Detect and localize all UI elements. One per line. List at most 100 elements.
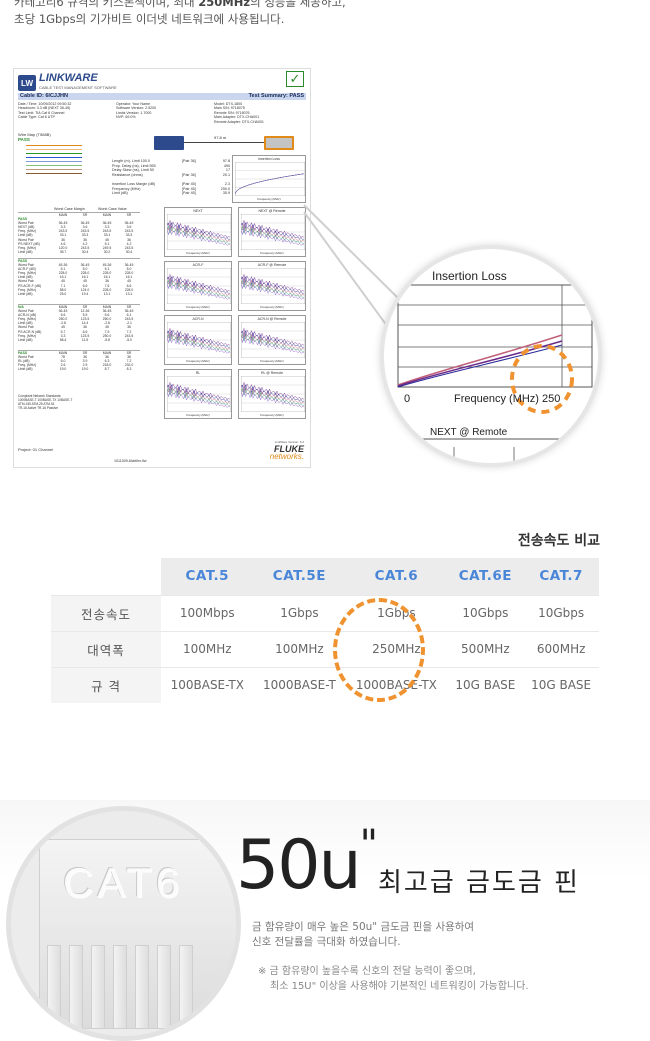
result-table-cell: 3.3: [104, 225, 110, 230]
result-table-cell: 45: [105, 325, 109, 330]
param-cell: 97.8: [222, 159, 230, 163]
result-table-cell: MAIN: [58, 351, 68, 355]
result-table-cell: 124.0: [80, 287, 90, 292]
compare-row-label: 대역폭: [51, 630, 161, 667]
result-table-cell: 6.6: [82, 329, 88, 334]
param-cell: [Pair 36]: [182, 159, 196, 163]
meta-line: Main Adapter: DTX-CHA001: [214, 115, 260, 120]
result-table-cell: 45: [61, 279, 65, 284]
param-row: Resistance (ohms)[Pair 36]20.1: [112, 173, 232, 178]
gold-pin-title: 최고급 금도금 핀: [378, 868, 580, 898]
cable-line: [184, 142, 264, 143]
result-table-cell: 78: [61, 355, 65, 360]
result-table-cell: Limit (dB): [18, 291, 33, 296]
wire-map-status: PASS: [18, 137, 30, 142]
compare-row-label: 전송속도: [51, 594, 161, 631]
result-table-cell: SR: [126, 305, 132, 309]
result-table-cell: Worst Pair: [18, 221, 34, 226]
result-table-cell: 7.5: [104, 329, 110, 334]
test-summary: Test Summary: PASS: [248, 93, 304, 99]
result-table-cell: 243.5: [124, 333, 134, 338]
param-cell: Resistance (ohms): [112, 172, 143, 177]
result-table-cell: 16.1: [81, 275, 89, 280]
mini-chart-axis: Frequency (MHz): [186, 251, 210, 255]
result-table-cell: 232.0: [124, 363, 134, 368]
param-row: Length (m), Limit 100.0[Pair 36]97.8: [112, 159, 232, 164]
result-table-cell: MAIN: [102, 213, 112, 217]
result-table-cell: 33.3: [81, 233, 89, 238]
meta-line: Main S/N: 9718075: [214, 106, 245, 111]
intro-line-1: 카테고리6 규격의 키스톤잭이며, 최대 250MHz의 성능을 제공하고,: [14, 0, 346, 11]
result-table-cell: 36: [105, 279, 109, 284]
connector-pin: [179, 945, 193, 1029]
result-table-cell: 3.6: [82, 225, 88, 230]
main-unit-icon: [154, 136, 184, 150]
result-table-cell: Freq. (MHz): [18, 229, 37, 234]
compare-row-label: 규 격: [51, 666, 161, 703]
cable-length: 97.8 m: [214, 135, 227, 140]
result-table-cell: 243.5: [124, 245, 134, 250]
result-table-cell: 123.5: [80, 317, 90, 322]
result-table-cell: 4.6: [60, 241, 66, 246]
gold-pin-description: 금 함유량이 매우 높은 50u" 금도금 핀을 사용하여 신호 전달률을 극대…: [252, 921, 475, 948]
result-table-cell: 6.6: [126, 283, 132, 288]
compare-cell: 100BASE-TX: [161, 666, 254, 703]
result-table-status: PASS: [18, 217, 27, 222]
result-table-cell: 5.6: [104, 313, 110, 318]
compare-title: 전송속도 비교: [517, 533, 600, 549]
result-table-cell: 228.0: [102, 271, 112, 276]
param-row: Insertion Loss Margin (dB)[Pair 45]2.3: [112, 182, 232, 187]
result-table-cell: 249.5: [102, 245, 112, 250]
result-table-cell: Limit (dB): [18, 249, 33, 254]
result-table-cell: N/A: [18, 305, 24, 309]
wire-map: Wire Map (T568B) PASS: [18, 132, 110, 202]
meta-line: Headroom: 3.3 dB (NEXT 36-45): [18, 106, 71, 111]
worst-case-value-label: Worst Case Value: [98, 207, 127, 211]
meta-line: Test Limit: TIA Cat 6 Channel: [18, 110, 65, 115]
result-table-cell: 250.0: [58, 317, 68, 322]
connector-label: CAT6: [63, 859, 184, 906]
cable-id: Cable ID: 6ICJJHN: [20, 93, 68, 99]
result-table-cell: 36: [127, 325, 131, 330]
mini-chart-axis: Frequency (MHz): [260, 413, 284, 417]
standards-line: TR-16 Active TR-16 Passive: [18, 406, 58, 410]
result-table-cell: MAIN: [58, 213, 68, 217]
result-table-cell: PS NEXT (dB): [18, 241, 40, 246]
mini-chart-plot: [235, 162, 305, 196]
mini-chart-title: ACR-N @ Remote: [257, 317, 287, 321]
result-table-cell: Worst Pair: [18, 325, 34, 330]
wire-map-label: Wire Map (T568B): [18, 132, 51, 137]
intro-highlight: 250MHz: [198, 0, 251, 9]
result-table-cell: ACR-F (dB): [18, 267, 36, 272]
cable-length-graphic: 97.8 m: [154, 135, 294, 154]
result-table-cell: PS ACR-N (dB): [18, 329, 42, 334]
result-table-cell: MAIN: [102, 305, 112, 309]
result-table-cell: 45-36: [58, 263, 68, 268]
result-table-cell: 36-45: [58, 309, 68, 314]
file-name: 1011009-6lcktihn.flw: [114, 459, 147, 463]
meta-line: NVP: 69.0%: [116, 115, 136, 120]
compare-cell: 10Gbps: [447, 594, 524, 631]
report-header-bar: Cable ID: 6ICJJHN Test Summary: PASS: [18, 93, 306, 100]
mini-chart-plot: [167, 322, 231, 358]
result-table-cell: 36: [83, 355, 87, 360]
param-row: Frequency (MHz)[Pair 45]250.0: [112, 187, 232, 192]
